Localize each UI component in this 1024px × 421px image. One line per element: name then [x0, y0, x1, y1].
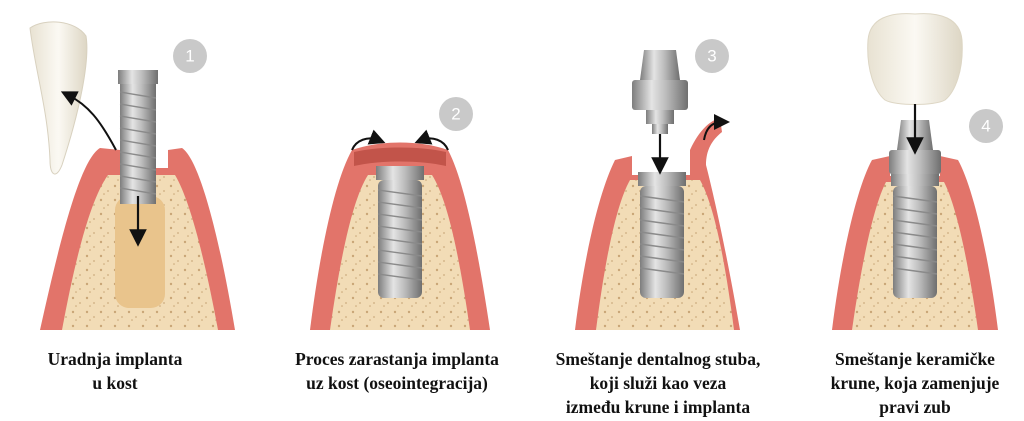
drilled-socket [115, 196, 165, 308]
step-3-caption: Smeštanje dentalnog stuba, koji služi ka… [533, 347, 783, 419]
step-1-illustration: 1 [30, 22, 235, 330]
step-1-caption: Uradnja implanta u kost [0, 347, 240, 395]
step-2-caption: Proces zarastanja implanta uz kost (oseo… [272, 347, 522, 395]
step-1-number: 1 [185, 47, 194, 66]
caption-line: Proces zarastanja implanta [272, 347, 522, 371]
ceramic-crown [868, 14, 963, 105]
caption-line: u kost [0, 371, 240, 395]
step-4-caption: Smeštanje keramičke krune, koja zamenjuj… [790, 347, 1024, 419]
implant-screw [638, 172, 686, 298]
implant-screw [891, 172, 939, 298]
caption-line: koji služi kao veza [533, 371, 783, 395]
step-2-number: 2 [451, 105, 460, 124]
caption-line: pravi zub [790, 395, 1024, 419]
caption-line: krune, koja zamenjuje [790, 371, 1024, 395]
step-4-illustration: 4 [832, 14, 1003, 330]
step-3-illustration: 3 [575, 39, 740, 330]
implant-screw [118, 70, 158, 204]
abutment [632, 50, 688, 134]
caption-line: Smeštanje keramičke [790, 347, 1024, 371]
step-2-illustration: 2 [310, 97, 490, 330]
caption-line: Uradnja implanta [0, 347, 240, 371]
extracted-tooth [30, 22, 87, 174]
step-4-number: 4 [981, 117, 990, 136]
caption-line: Smeštanje dentalnog stuba, [533, 347, 783, 371]
implant-screw [376, 166, 424, 298]
step-3-number: 3 [707, 47, 716, 66]
caption-line: između krune i implanta [533, 395, 783, 419]
caption-line: uz kost (oseointegracija) [272, 371, 522, 395]
